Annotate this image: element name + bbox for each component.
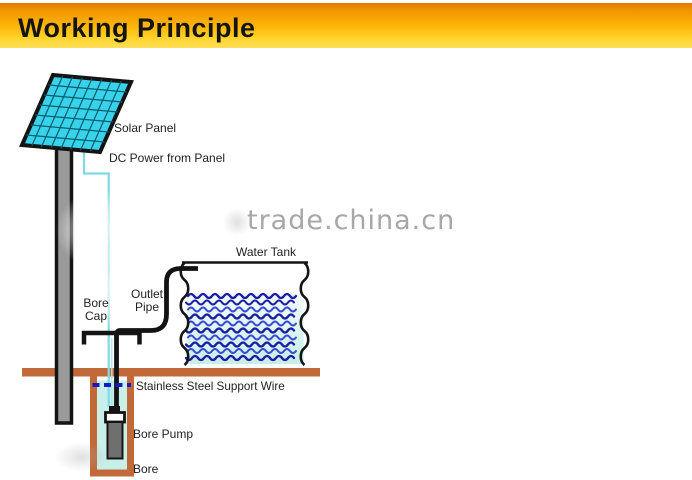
watermark-blob (55, 442, 109, 472)
water-tank-label: Water Tank (236, 245, 297, 259)
bore-pump (104, 406, 126, 460)
ground-line (22, 368, 320, 377)
watermark-blob (78, 245, 146, 329)
pump-body (106, 421, 124, 460)
watermark-logo-mark (223, 208, 251, 236)
header-bar: Working Principle (0, 3, 692, 48)
tank-wall-left (179, 261, 190, 367)
bore-cap-label: Bore Cap (83, 296, 109, 324)
panel-pole (54, 140, 74, 425)
tank-wall-right (299, 261, 310, 367)
outlet-pipe-label: Outlet Pipe (130, 287, 163, 315)
bore-wall-right (127, 368, 134, 477)
wave-line (186, 292, 298, 300)
solar-panel-label: Solar Panel (114, 121, 177, 135)
bore-label: Bore (133, 462, 159, 476)
wave-line (184, 327, 296, 334)
wave-line (184, 313, 296, 320)
watermark-text: trade.china.cn (247, 205, 456, 236)
bore-wall-bottom (90, 469, 134, 477)
pump-cap (104, 411, 126, 424)
wave-line (187, 320, 297, 327)
wave-line (184, 341, 296, 348)
wave-line (187, 306, 297, 313)
page-title: Working Principle (18, 13, 256, 43)
water-tank (179, 261, 310, 367)
bore-wall-left (90, 368, 97, 477)
bore-cap-bracket (81, 330, 142, 345)
wave-line (187, 348, 297, 354)
wave-line (184, 354, 296, 362)
support-wire-label: Stainless Steel Support Wire (136, 380, 285, 393)
wave-line (187, 334, 297, 341)
solar-panel-grid (22, 75, 131, 152)
bore-pump-label: Bore Pump (133, 427, 194, 441)
pump-connector (109, 406, 120, 413)
solar-panel (22, 75, 131, 152)
dc-power-label: DC Power from Panel (109, 151, 226, 165)
wave-line (185, 299, 295, 306)
